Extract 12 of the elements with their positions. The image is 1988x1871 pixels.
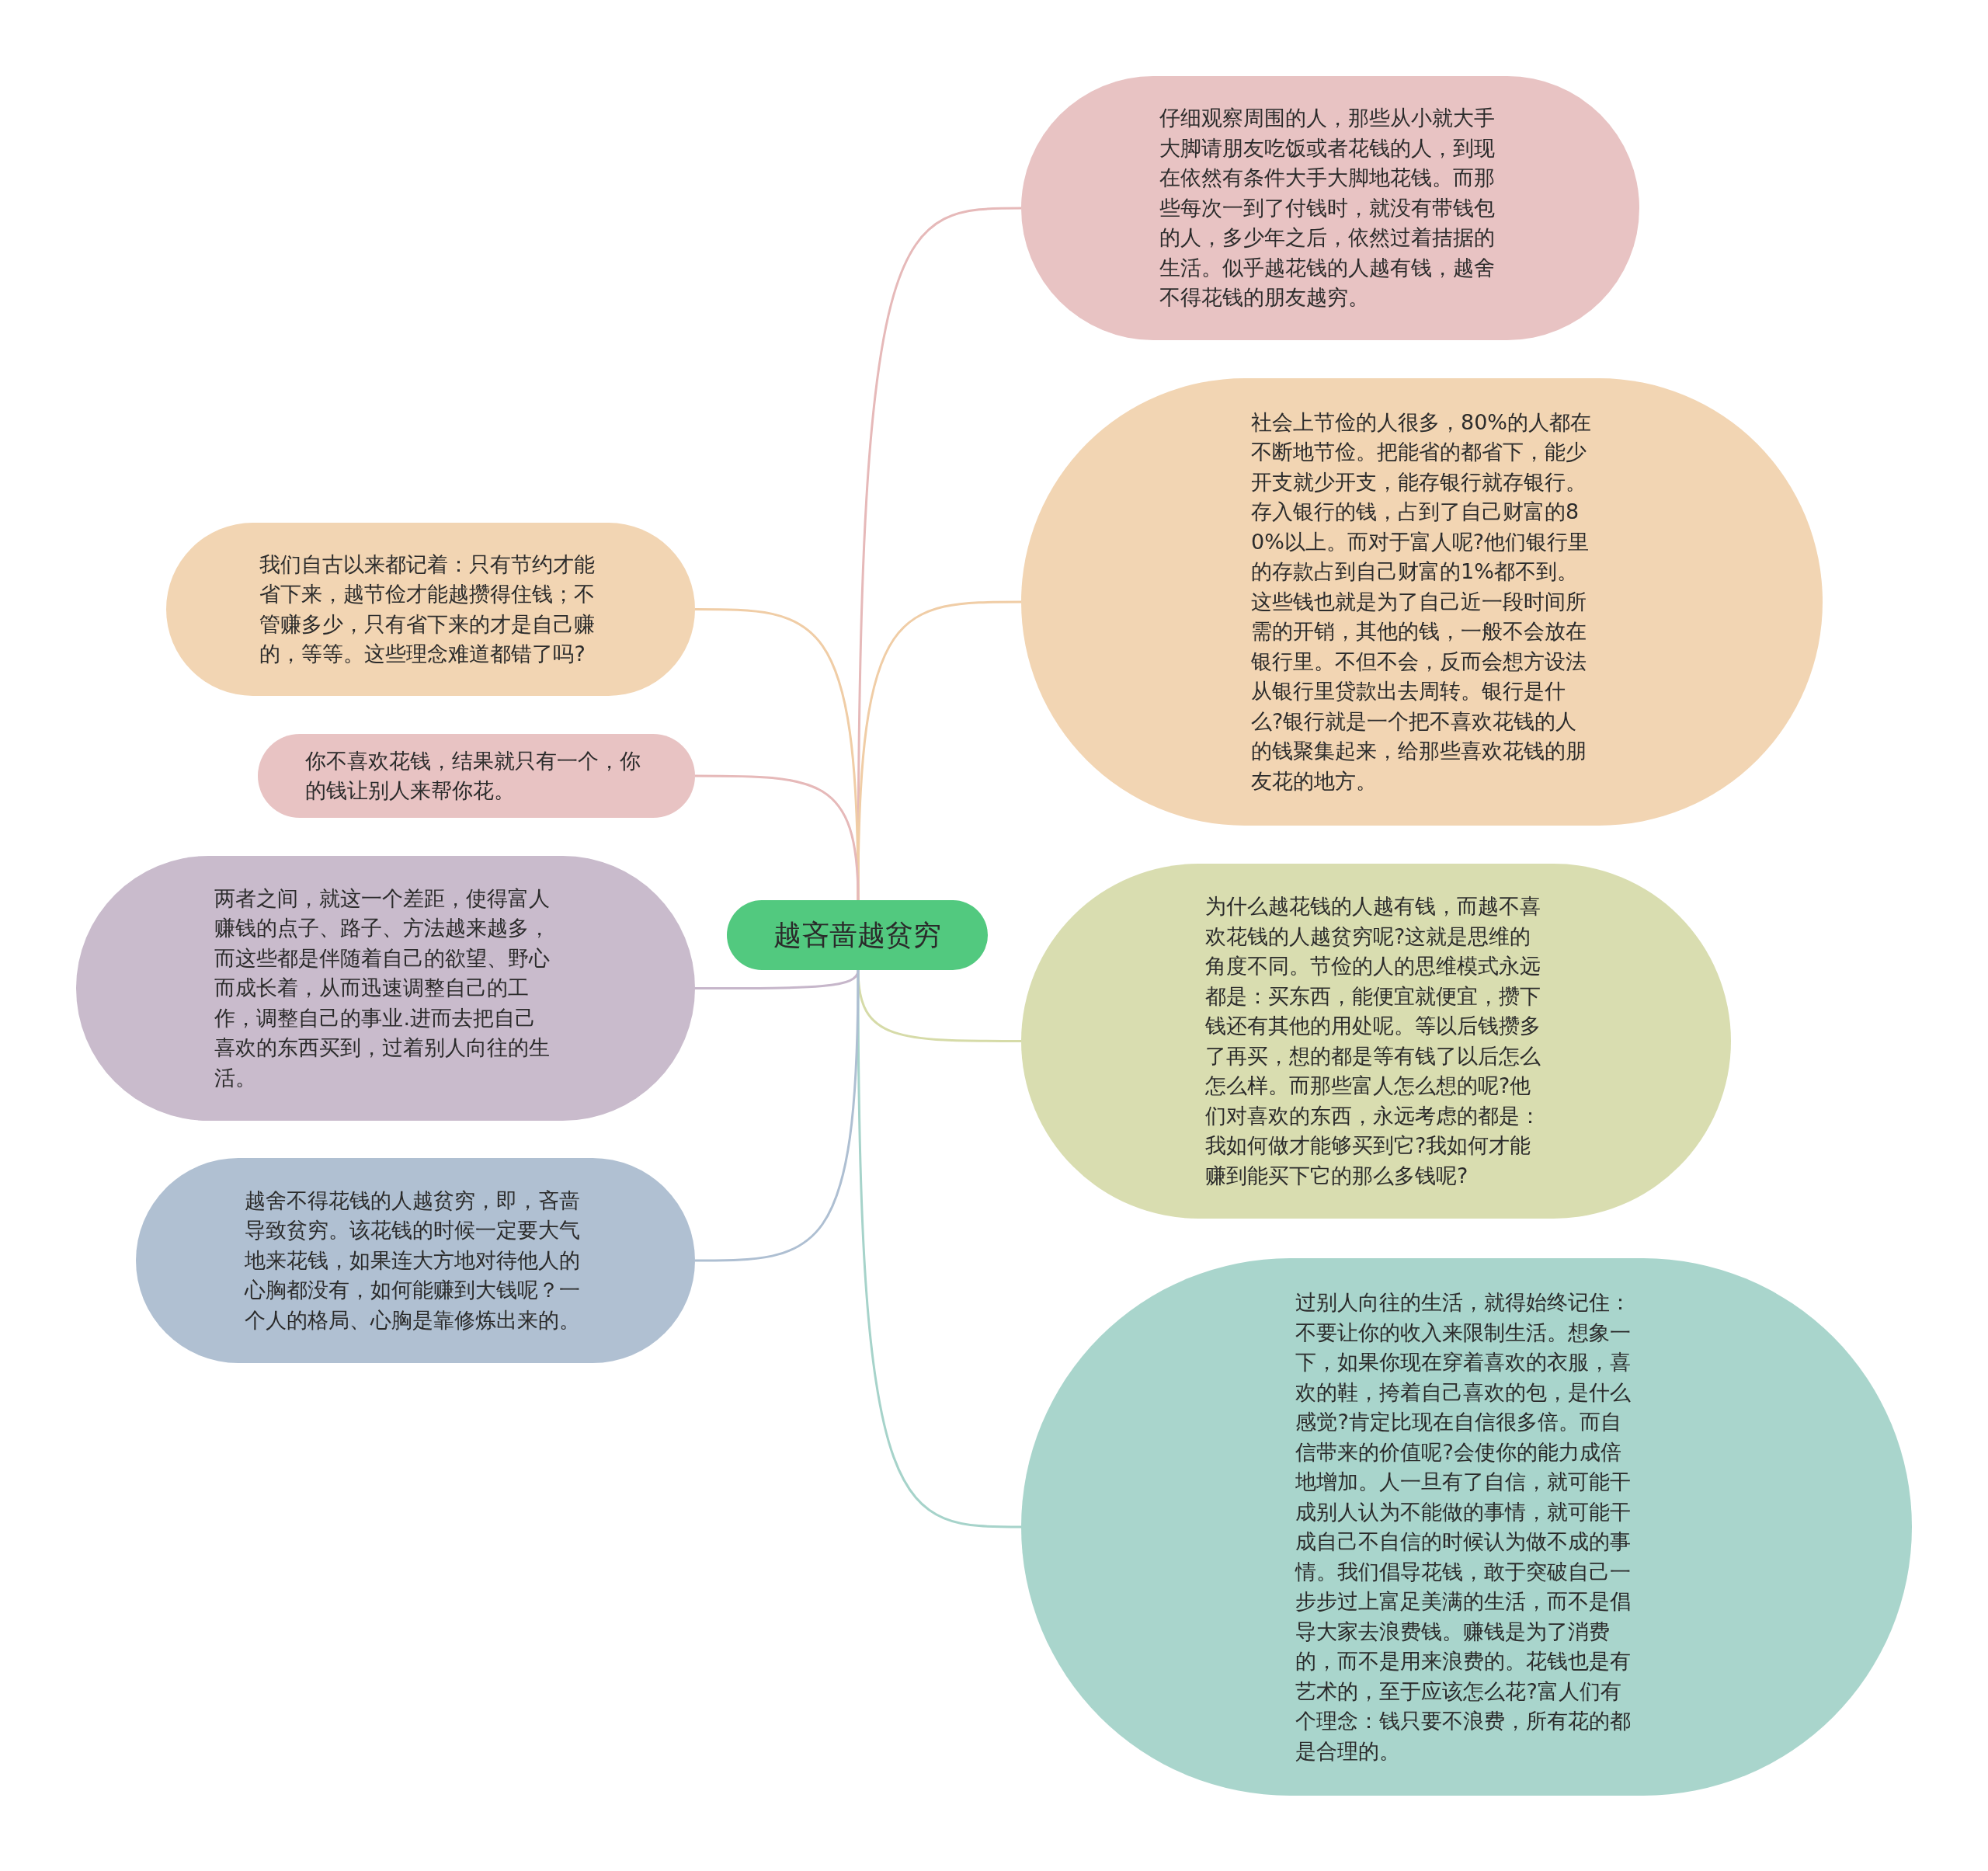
topic-text: 过别人向往的生活，就得始终记住：不要让你的收入来限制生活。想象一下，如果你现在穿着喜欢的衣服，喜欢的鞋，挎着自己喜欢的包，是什么感觉?肯定比现在自信很多倍。而自信带来的价值呢?会使你的能力成倍地增加。人一旦有了自信，就可能干成别人认为不能做的事情，就可能干成自己不自信的时候认为做不成的事情。我们倡导花钱，敢于突破自己一步步过上富足美满的生活，而不是倡导大家去浪费钱。赚钱是为了消费的，而不是用来浪费的。花钱也是有艺术的，至于应该怎么花?富人们有个理念：钱只要不浪费，所有花的都是合理的。 xyxy=(1295,1289,1632,1765)
topic-text: 仔细观察周围的人，那些从小就大手大脚请朋友吃饭或者花钱的人，到现在依然有条件大手大脚地花钱。而那些每次一到了付钱时，就没有带钱包的人，多少年之后，依然过着拮据的生活。似乎越花钱的人越有钱，越舍不得花钱的朋友越穷。 xyxy=(1159,105,1496,311)
branch-connector xyxy=(695,774,860,901)
topic-text: 我们自古以来都记着：只有节约才能省下来，越节俭才能越攒得住钱；不管赚多少，只有省下来的才是自己赚的，等等。这些理念难道都错了吗? xyxy=(259,551,596,667)
topic-text: 为什么越花钱的人越有钱，而越不喜欢花钱的人越贫穷呢?这就是思维的角度不同。节俭的人的思维模式永远都是：买东西，能便宜就便宜，攒下钱还有其他的用处呢。等以后钱攒多了再买，想的都是等有钱了以后怎么怎么样。而那些富人怎么想的呢?他们对喜欢的东西，永远考虑的都是：我如何做才能够买到它?我如何才能赚到能买下它的那么多钱呢? xyxy=(1204,893,1541,1189)
branch-connector xyxy=(857,970,1021,1528)
branch-connector xyxy=(695,970,860,1262)
topic-text: 社会上节俭的人很多，80%的人都在不断地节俭。把能省的都省下，能少开支就少开支，能存银行就存银行。存入银行的钱，占到了自己财富的80%以上。而对于富人呢?他们银行里的存款占到自己财富的1%都不到。这些钱也就是为了自己近一段时间所需的开销，其他的钱，一般不会放在银行里。不但不会，反而会想方设法从银行里贷款出去周转。银行是什么?银行就是一个把不喜欢花钱的人的钱聚集起来，给那些喜欢花钱的朋友花的地方。 xyxy=(1250,409,1592,795)
topic-title: 越吝啬越贫穷 xyxy=(773,918,941,952)
topic-text: 两者之间，就这一个差距，使得富人赚钱的点子、路子、方法越来越多，而这些都是伴随着自己的欲望、野心而成长着，从而迅速调整自己的工作，调整自己的事业.进而去把自己喜欢的东西买到，过着别人向往的生活。 xyxy=(214,885,551,1091)
topic-text: 越舍不得花钱的人越贫穷，即，吝啬导致贫穷。该花钱的时候一定要大气地来花钱，如果连大方地对待他人的心胸都没有，如何能赚到大钱呢？一个人的格局、心胸是靠修炼出来的。 xyxy=(244,1187,581,1334)
topic-text: 你不喜欢花钱，结果就只有一个，你的钱让别人来帮你花。 xyxy=(305,747,642,804)
